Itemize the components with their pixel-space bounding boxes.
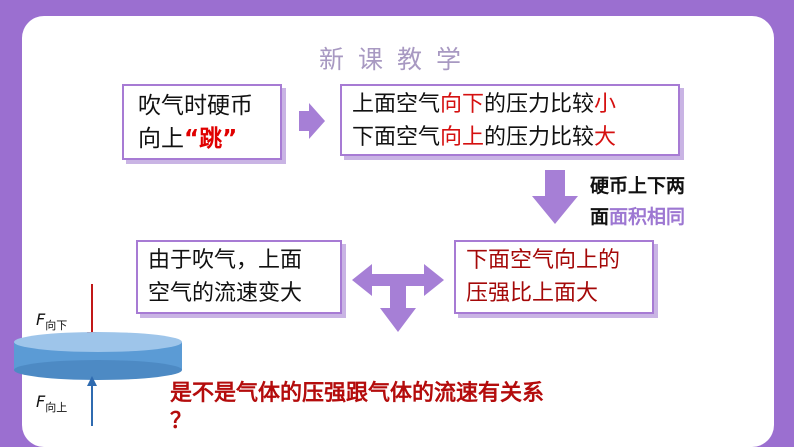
pressure-strong-box: 下面空气向上的 压强比上面大 bbox=[454, 240, 654, 314]
pressure-line2: 下面空气向上的压力比较大 bbox=[352, 121, 678, 154]
force-down-symbol: F bbox=[36, 310, 46, 329]
flow-speed-box: 由于吹气，上面 空气的流速变大 bbox=[136, 240, 342, 314]
blow-line2: 向上“跳” bbox=[138, 123, 280, 156]
blow-emphasis: “跳” bbox=[184, 126, 238, 152]
pressure-l2-d: 大 bbox=[594, 125, 617, 150]
speed-line2: 空气的流速变大 bbox=[148, 281, 303, 306]
strong-line2: 压强比上面大 bbox=[466, 281, 599, 306]
pressure-l1-c: 的压力比较 bbox=[484, 92, 595, 117]
force-up-sub: 向上 bbox=[45, 401, 68, 415]
blow-line1: 吹气时硬币 bbox=[138, 93, 253, 119]
blow-box: 吹气时硬币 向上“跳” bbox=[122, 84, 282, 160]
pressure-l2-a: 下面空气 bbox=[352, 125, 441, 150]
area-note: 硬币上下两 面面积相同 bbox=[590, 171, 685, 233]
pressure-line1: 上面空气向下的压力比较小 bbox=[352, 88, 678, 121]
pressure-l1-b: 向下 bbox=[440, 92, 485, 117]
strong-line1: 下面空气向上的 bbox=[466, 248, 621, 273]
pressure-l2-b: 向上 bbox=[440, 125, 485, 150]
note-line2-b: 面积相同 bbox=[609, 206, 686, 228]
pressure-box: 上面空气向下的压力比较小 下面空气向上的压力比较大 bbox=[340, 84, 680, 156]
question-line1: 是不是气体的压强跟气体的流速有关系 bbox=[170, 381, 545, 406]
pressure-l1-d: 小 bbox=[594, 92, 617, 117]
speed-line1: 由于吹气，上面 bbox=[148, 248, 303, 273]
question-text: 是不是气体的压强跟气体的流速有关系 ？ bbox=[170, 380, 544, 436]
pressure-l2-c: 的压力比较 bbox=[484, 125, 595, 150]
blow-line2-prefix: 向上 bbox=[138, 126, 184, 152]
arrow-down-icon bbox=[532, 170, 578, 224]
arrow-right-icon bbox=[299, 103, 325, 139]
pressure-l1-a: 上面空气 bbox=[352, 92, 441, 117]
force-down-label: F向下 bbox=[36, 310, 67, 333]
three-way-arrow-icon bbox=[352, 264, 444, 332]
note-line2-a: 面 bbox=[590, 206, 610, 228]
page-title: 新课教学 bbox=[318, 45, 475, 74]
coin-diagram bbox=[14, 284, 182, 426]
question-line2: ？ bbox=[170, 409, 193, 434]
force-up-label: F向上 bbox=[36, 392, 67, 415]
force-up-symbol: F bbox=[36, 392, 46, 411]
note-line1: 硬币上下两 bbox=[590, 175, 686, 197]
note-line2: 面面积相同 bbox=[590, 202, 685, 233]
force-down-sub: 向下 bbox=[45, 319, 68, 333]
